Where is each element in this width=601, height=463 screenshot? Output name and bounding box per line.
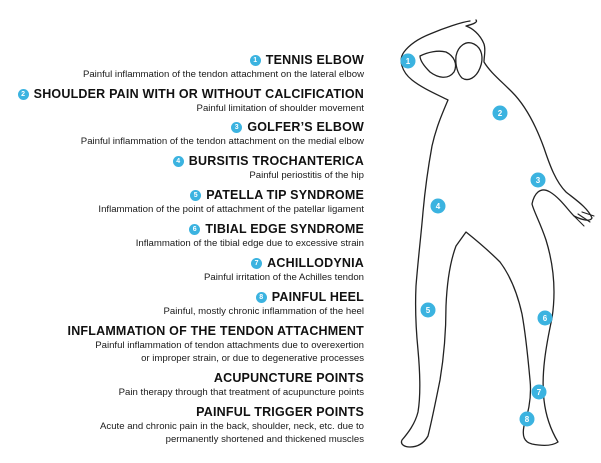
- entry-description: Painful, mostly chronic inflammation of …: [163, 306, 365, 317]
- marker-badge-icon: 4: [172, 156, 184, 167]
- entry-title: PATELLA TIP SYNDROME: [206, 188, 364, 202]
- svg-text:5: 5: [426, 306, 431, 315]
- legend-entry-shoulder-pain: 2 SHOULDER PAIN WITH OR WITHOUT CALCIFIC…: [17, 87, 364, 116]
- entry-title: ACHILLODYNIA: [267, 256, 364, 270]
- legend-entry-tennis-elbow: 1 TENNIS ELBOW Painful inflammation of t…: [83, 53, 364, 82]
- legend-entry-patella-tip: 5 PATELLA TIP SYNDROME Inflammation of t…: [98, 188, 364, 217]
- svg-text:2: 2: [498, 109, 503, 118]
- svg-text:1: 1: [406, 57, 411, 66]
- arm-inner-outline: [419, 50, 457, 78]
- marker-badge-icon: 1: [249, 55, 261, 66]
- entry-description: Inflammation of the point of attachment …: [98, 204, 364, 215]
- entry-title: BURSITIS TROCHANTERICA: [188, 154, 364, 168]
- entry-title: PAINFUL HEEL: [271, 290, 364, 304]
- legend-entry-bursitis: 4 BURSITIS TROCHANTERICA Painful periost…: [172, 154, 364, 183]
- entry-description: Painful inflammation of the tendon attac…: [80, 136, 364, 147]
- svg-text:3: 3: [536, 176, 541, 185]
- entry-description: Pain therapy through that treatment of a…: [118, 387, 364, 398]
- body-outline: [400, 19, 593, 448]
- marker-badge-icon: 3: [231, 122, 243, 133]
- entry-title: TENNIS ELBOW: [265, 53, 364, 67]
- head-outline: [455, 42, 483, 81]
- entry-description: Painful inflammation of the tendon attac…: [82, 69, 364, 80]
- marker-7: 7: [531, 384, 547, 400]
- entry-title: SHOULDER PAIN WITH OR WITHOUT CALCIFICAT…: [33, 87, 364, 101]
- marker-4: 4: [430, 198, 446, 214]
- legend-entry-trigger-points: PAINFUL TRIGGER POINTS Acute and chronic…: [100, 405, 364, 446]
- legend-entry-tendon-attachment: INFLAMMATION OF THE TENDON ATTACHMENT Pa…: [68, 324, 364, 365]
- marker-8: 8: [519, 411, 535, 427]
- entry-title: INFLAMMATION OF THE TENDON ATTACHMENT: [67, 324, 364, 338]
- condition-legend: 1 TENNIS ELBOW Painful inflammation of t…: [17, 53, 365, 446]
- entry-description: Painful periostitis of the hip: [249, 170, 364, 181]
- legend-entry-painful-heel: 8 PAINFUL HEEL Painful, mostly chronic i…: [164, 290, 365, 319]
- marker-2: 2: [492, 105, 508, 121]
- entry-description: permanently shortened and thickened musc…: [165, 433, 364, 445]
- entry-description: or improper strain, or due to degenerati…: [141, 352, 364, 364]
- legend-entry-achillodynia: 7 ACHILLODYNIA Painful irritation of the…: [204, 256, 364, 285]
- entry-description: Painful inflammation of tendon attachmen…: [95, 340, 364, 351]
- marker-badge-icon: 8: [255, 292, 267, 303]
- hand-outline: [573, 211, 595, 227]
- marker-badge-icon: 7: [251, 258, 263, 269]
- entry-description: Painful irritation of the Achilles tendo…: [204, 272, 364, 283]
- marker-badge-icon: 5: [190, 190, 202, 201]
- marker-badge-icon: 2: [17, 89, 29, 100]
- entry-description: Inflammation of the tibial edge due to e…: [135, 238, 364, 249]
- legend-entry-acupuncture: ACUPUNCTURE POINTS Pain therapy through …: [119, 371, 364, 400]
- entry-description: Painful limitation of shoulder movement: [196, 103, 364, 114]
- svg-text:4: 4: [436, 202, 441, 211]
- marker-5: 5: [420, 302, 436, 318]
- svg-text:8: 8: [525, 415, 530, 424]
- marker-1: 1: [400, 53, 416, 69]
- entry-title: ACUPUNCTURE POINTS: [213, 371, 364, 385]
- entry-title: PAINFUL TRIGGER POINTS: [196, 405, 364, 419]
- legend-entry-tibial-edge: 6 TIBIAL EDGE SYNDROME Inflammation of t…: [136, 222, 364, 251]
- legend-entry-golfers-elbow: 3 GOLFER’S ELBOW Painful inflammation of…: [81, 120, 364, 149]
- marker-badge-icon: 6: [189, 224, 201, 235]
- entry-title: GOLFER’S ELBOW: [247, 120, 364, 134]
- marker-3: 3: [530, 172, 546, 188]
- entry-description: Acute and chronic pain in the back, shou…: [100, 421, 364, 432]
- svg-text:6: 6: [543, 314, 548, 323]
- entry-title: TIBIAL EDGE SYNDROME: [205, 222, 364, 236]
- svg-text:7: 7: [537, 388, 542, 397]
- marker-6: 6: [537, 310, 553, 326]
